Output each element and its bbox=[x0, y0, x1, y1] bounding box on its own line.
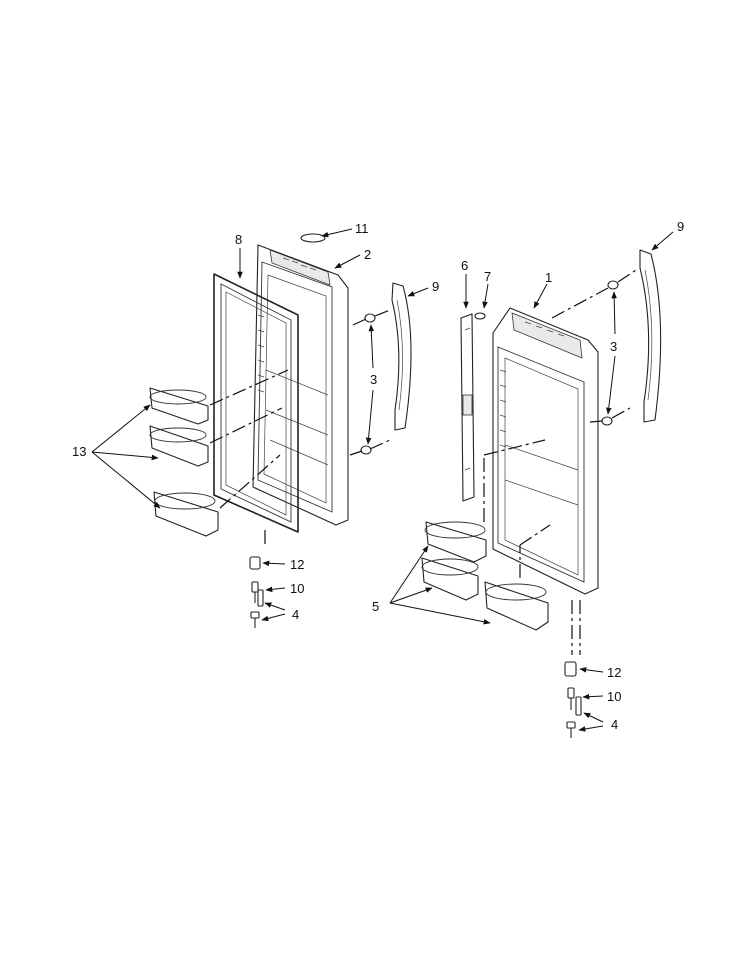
callout-6: 6 bbox=[461, 258, 468, 273]
left-hinge-pins bbox=[360, 313, 376, 455]
right-door-bin-top bbox=[424, 521, 487, 563]
callout-13: 13 bbox=[72, 444, 86, 459]
callout-4-left: 4 bbox=[292, 607, 299, 622]
callout-12-left: 12 bbox=[290, 557, 304, 572]
left-door-hardware bbox=[249, 556, 264, 628]
left-door-bin-top bbox=[149, 387, 209, 425]
callout-5: 5 bbox=[372, 599, 379, 614]
left-door-bin-middle bbox=[149, 425, 209, 467]
callout-10-left: 10 bbox=[290, 581, 304, 596]
callout-10-right: 10 bbox=[607, 689, 621, 704]
callout-9-left: 9 bbox=[432, 279, 439, 294]
leader-lines bbox=[91, 228, 674, 732]
callout-3-right: 3 bbox=[610, 339, 617, 354]
left-door-gasket bbox=[213, 273, 299, 533]
right-door-bin-middle bbox=[421, 557, 479, 601]
left-assembly-lines bbox=[209, 309, 391, 548]
mullion-screw bbox=[474, 312, 486, 320]
left-handle bbox=[391, 282, 412, 431]
right-door-hardware bbox=[564, 661, 582, 738]
left-door-assembly bbox=[252, 244, 349, 526]
callout-3-left: 3 bbox=[370, 372, 377, 387]
right-door-assembly bbox=[492, 307, 599, 595]
callout-9-right: 9 bbox=[677, 219, 684, 234]
center-mullion bbox=[460, 313, 475, 502]
callout-labels: 11 2 8 9 3 13 12 10 4 6 7 1 9 3 5 12 10 … bbox=[72, 219, 684, 732]
right-door-bin-bottom bbox=[484, 581, 549, 631]
left-door-bin-bottom bbox=[153, 491, 219, 537]
callout-11: 11 bbox=[355, 221, 369, 236]
right-handle bbox=[639, 249, 662, 423]
callout-12-right: 12 bbox=[607, 665, 621, 680]
callout-1: 1 bbox=[545, 270, 552, 285]
left-top-cap-part bbox=[300, 233, 326, 243]
callout-2: 2 bbox=[364, 247, 371, 262]
right-assembly-lines bbox=[483, 269, 637, 655]
callout-7: 7 bbox=[484, 269, 491, 284]
right-hinge-pins bbox=[601, 280, 619, 426]
callout-4-right: 4 bbox=[611, 717, 618, 732]
callout-8: 8 bbox=[235, 232, 242, 247]
